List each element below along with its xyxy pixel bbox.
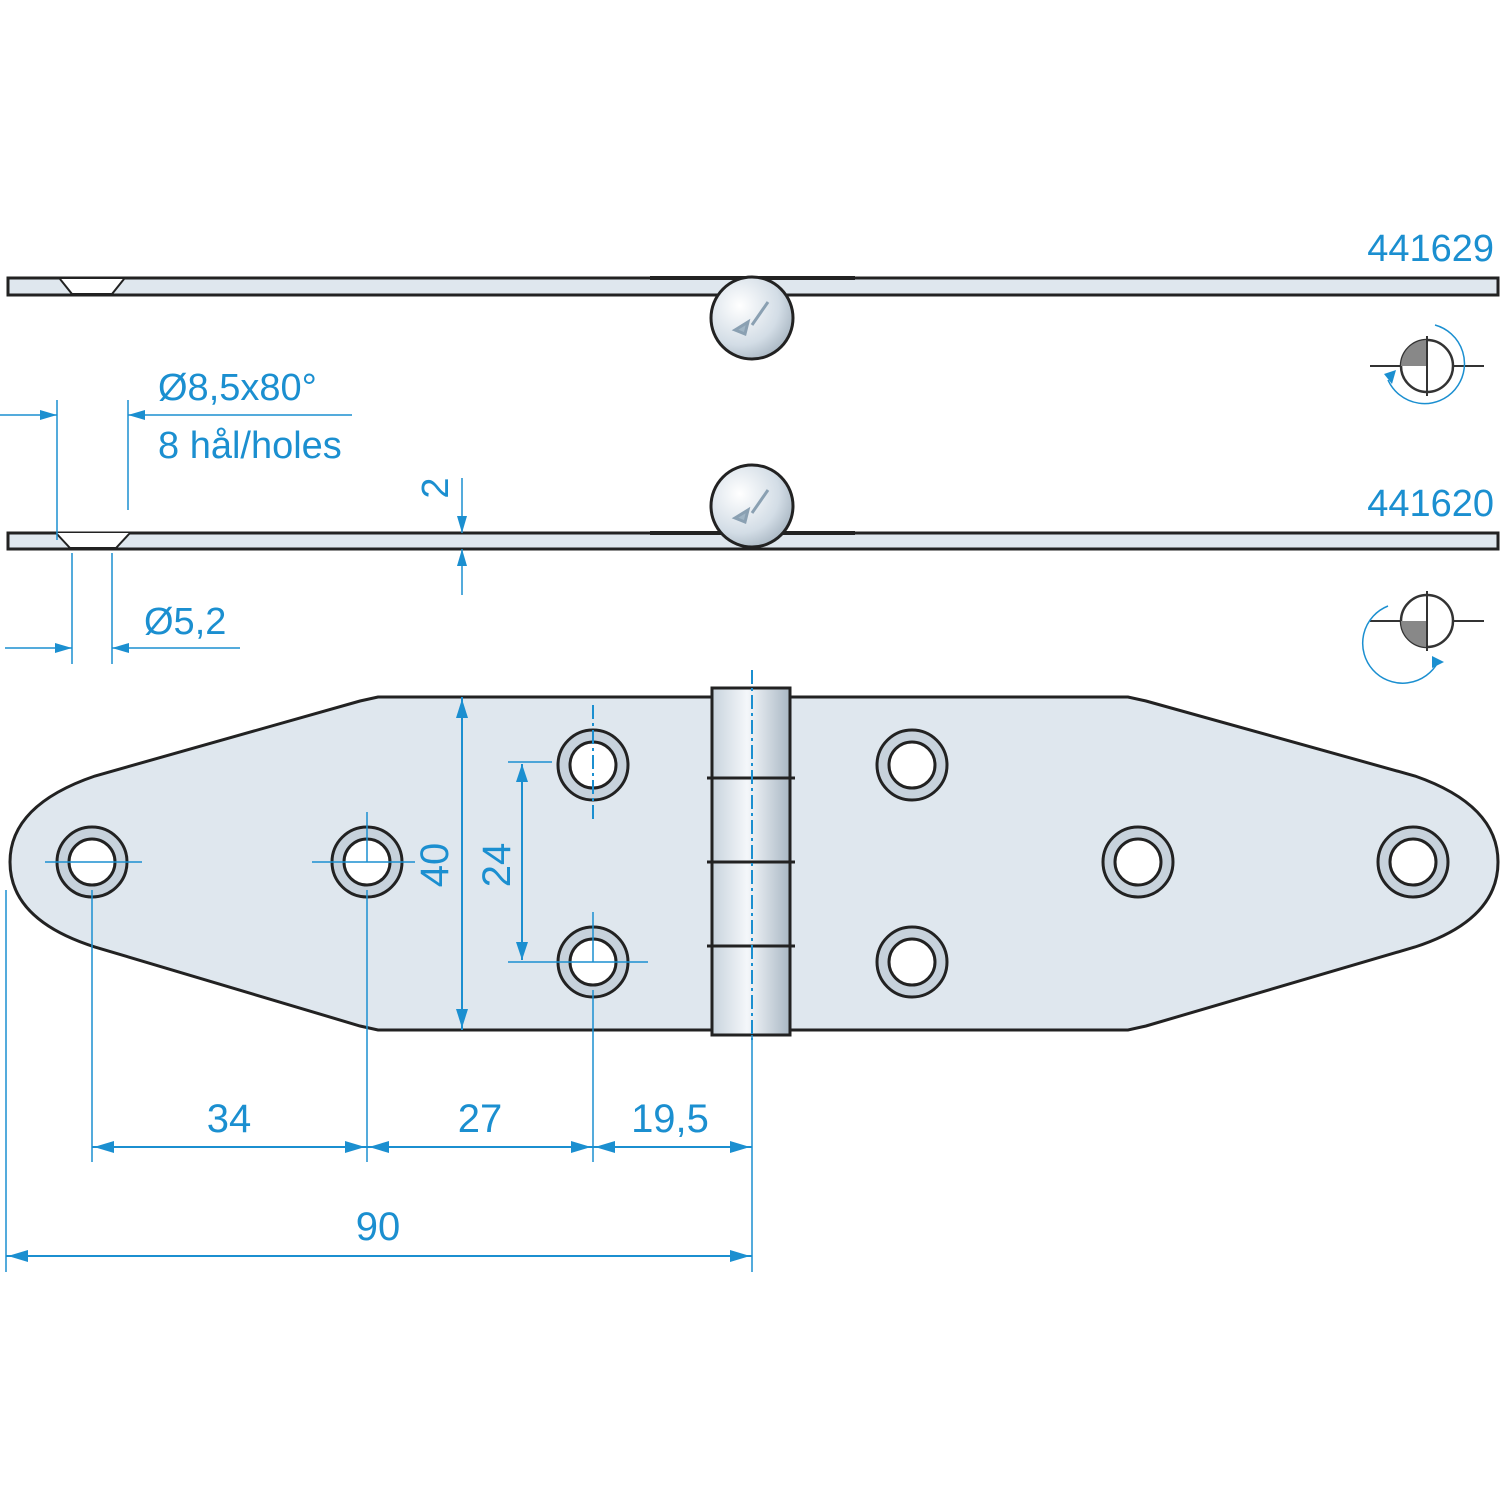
span-27-label: 27 <box>458 1097 503 1141</box>
hole <box>1376 825 1450 899</box>
rotation-symbol-top <box>1370 324 1484 405</box>
horizontal-dimensions: 34 27 19,5 90 <box>5 890 753 1272</box>
center-marks <box>45 670 753 1040</box>
total-length-label: 90 <box>356 1205 401 1249</box>
side-view-441620: 441620 <box>6 463 1500 684</box>
height-label: 40 <box>413 843 457 888</box>
span-34-label: 34 <box>207 1097 252 1141</box>
hinge-front-view <box>8 670 1500 1040</box>
knuckle-bottom <box>709 463 795 549</box>
part-number-bottom: 441620 <box>1367 483 1494 525</box>
knuckle-mark-bottom <box>731 489 770 525</box>
hole-count-label: 8 hål/holes <box>158 425 342 467</box>
height-dimension: 40 <box>413 697 468 1030</box>
hole <box>875 728 949 802</box>
hole-spec-dimensions: Ø8,5x80° 8 hål/holes Ø5,2 <box>0 367 352 664</box>
thickness-label: 2 <box>415 477 457 498</box>
countersink-label: Ø8,5x80° <box>158 367 317 409</box>
knuckle-top <box>709 275 795 361</box>
hole <box>1101 825 1175 899</box>
knuckle-mark-top <box>731 301 770 337</box>
countersink-bottom <box>55 532 131 549</box>
hole-vertical-spacing-dimension: 24 <box>475 761 552 963</box>
thickness-dimension: 2 <box>415 477 467 595</box>
side-view-441629: 441629 <box>6 228 1500 405</box>
vertical-spacing-label: 24 <box>475 843 519 888</box>
countersink-top <box>59 278 125 295</box>
hole <box>875 925 949 999</box>
span-19-5-label: 19,5 <box>631 1097 709 1141</box>
rotation-symbol-bottom <box>1361 591 1484 684</box>
hole-diameter-label: Ø5,2 <box>144 601 226 643</box>
part-number-top: 441629 <box>1367 228 1494 270</box>
